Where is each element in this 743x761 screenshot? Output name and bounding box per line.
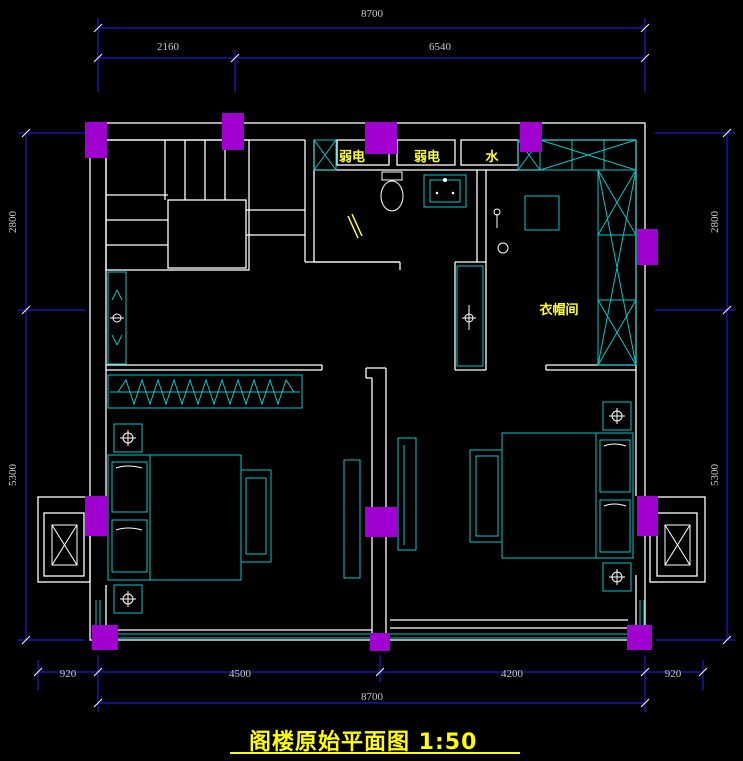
windows	[95, 600, 645, 639]
label-utility-weak-1: 弱电	[339, 149, 365, 165]
dimension-lines	[18, 18, 735, 712]
dim-right-bottom: 5300	[709, 464, 721, 487]
dim-top-total: 8700	[361, 8, 384, 20]
dim-right-top: 2800	[709, 211, 721, 234]
dim-top-left: 2160	[157, 41, 180, 53]
label-utility-weak-2: 弱电	[414, 149, 440, 165]
fixtures	[110, 171, 627, 607]
dimension-ticks	[21, 23, 732, 708]
dim-bottom-left-bay: 920	[60, 668, 77, 680]
label-wardrobe: 衣帽间	[539, 302, 578, 318]
drawing-title: 阁楼原始平面图 1:50	[249, 730, 478, 755]
columns	[85, 113, 658, 651]
dim-left-bottom: 5300	[7, 464, 19, 487]
sink-marks	[435, 178, 455, 195]
furniture	[107, 139, 637, 614]
title-underline	[230, 752, 520, 754]
bay-window-marks	[51, 524, 691, 566]
label-utility-water: 水	[485, 149, 499, 165]
dim-bottom-right: 4200	[501, 668, 524, 680]
dim-left-top: 2800	[7, 211, 19, 234]
dim-bottom-total: 8700	[361, 691, 384, 703]
dim-top-right: 6540	[429, 41, 452, 53]
dim-bottom-right-bay: 920	[665, 668, 682, 680]
bath-accessory	[347, 213, 363, 239]
walls	[37, 122, 706, 641]
dim-bottom-left: 4500	[229, 668, 252, 680]
